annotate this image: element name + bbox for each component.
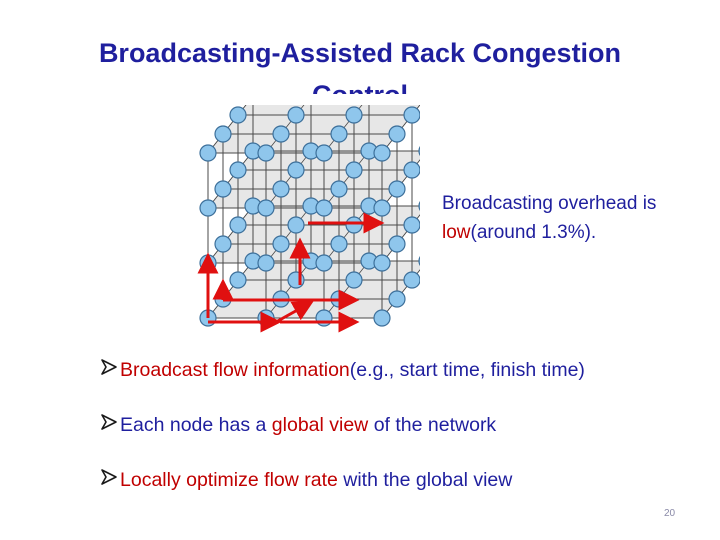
broadcast-arrow [275,300,314,324]
network-node [287,106,305,124]
network-node [330,235,348,253]
network-node [229,216,247,234]
network-node [330,180,348,198]
network-node [388,180,406,198]
network-node [345,161,363,179]
network-node [418,201,420,211]
bullet-item: Each node has a global view of the netwo… [100,413,585,437]
bullet-highlight: Locally optimize flow rate [120,469,338,491]
network-node [373,309,391,327]
network-node [257,309,275,327]
network-node [315,144,333,162]
bullet-highlight: global view [271,414,369,436]
network-node [345,271,363,289]
network-node [257,254,275,272]
page-number: 20 [664,508,676,519]
network-node [315,199,333,217]
network-node [403,216,420,234]
network-node [214,125,232,143]
network-node [373,199,391,217]
slide-title-text: Broadcasting-Assisted Rack Congestion Co… [98,38,622,94]
network-node [272,125,290,143]
network-node [199,144,217,162]
network-node [315,254,333,272]
bullet-text: with the global view [337,469,513,491]
overhead-callout: Broadcasting overhead is low(around 1.3%… [442,189,720,247]
arrow-bullet-icon [101,359,117,375]
slide-title: Broadcasting-Assisted Rack Congestion Co… [0,32,720,94]
network-node [373,254,391,272]
network-node [345,106,363,124]
network-node [330,125,348,143]
3d-torus-network-diagram [197,105,420,333]
callout-suffix: (around 1.3%). [470,222,597,243]
network-node [229,271,247,289]
network-node [388,125,406,143]
network-node [373,144,391,162]
network-node [214,235,232,253]
network-node [403,106,420,124]
network-node [229,161,247,179]
network-node [229,106,247,124]
broadcast-path-arrows [197,212,385,333]
bullet-text: of the network [368,414,497,436]
bullet-text: Each node has a [120,414,272,436]
network-node [214,180,232,198]
network-node [199,199,217,217]
network-node [315,309,333,327]
network-node [418,256,420,266]
bullet-text: (e.g., start time, finish time) [349,359,585,381]
callout-highlight: low [442,222,471,243]
network-node [272,180,290,198]
network-node [287,161,305,179]
network-node [345,216,363,234]
arrow-bullet-icon [101,469,117,485]
callout-text: Broadcasting overhead is [442,193,657,214]
bullet-item: Broadcast flow information(e.g., start t… [100,358,585,382]
bullet-highlight: Broadcast flow information [120,359,350,381]
network-node [388,290,406,308]
network-node [403,271,420,289]
network-node [257,199,275,217]
network-layer [207,260,420,319]
network-node [287,271,305,289]
network-node [388,235,406,253]
network-node [272,235,290,253]
network-node [287,216,305,234]
arrow-bullet-icon [101,414,117,430]
bullet-list: Broadcast flow information(e.g., start t… [100,358,585,523]
bullet-item: Locally optimize flow rate with the glob… [100,468,585,492]
network-node [257,144,275,162]
network-node [403,161,420,179]
network-node [418,146,420,156]
